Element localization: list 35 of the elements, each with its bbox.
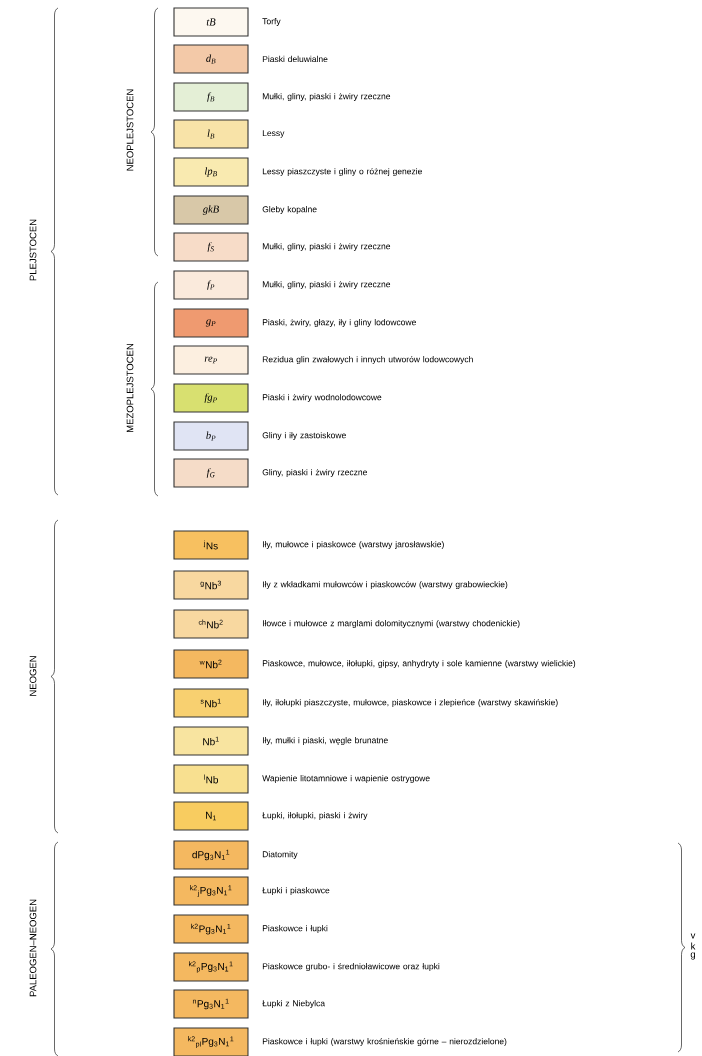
legend-text: Piaskowce i łupki (262, 925, 328, 933)
legend-text: Piaskowce i łupki (warstwy krośnieńskie górne – nierozdzielone) (262, 1038, 507, 1046)
legend-text: Torfy (262, 18, 281, 26)
side-label: k (691, 942, 696, 950)
legend-text: Iłowce i mułowce z marglami dolomitycznymi (warstwy chodenickie) (263, 620, 520, 628)
legend-text: Gleby kopalne (262, 206, 317, 214)
legend-text: Piaski i żwiry wodnolodowcowe (262, 394, 382, 402)
legend-text: Mułki, gliny, piaski i żwiry rzeczne (262, 93, 391, 101)
legend-text: Diatomity (262, 851, 298, 859)
side-label: v (690, 933, 696, 939)
legend-text: Lessy (262, 130, 285, 138)
legend-text: Rezidua glin zwałowych i innych utworów lodowcowych (262, 356, 473, 364)
legend-text: Piaskowce grubo- i średnioławicowe oraz łupki (262, 963, 440, 971)
legend-text: Piaskowce, mułowce, iłołupki, gipsy, anhydryty i sole kamienne (warstwy wielickie) (262, 660, 576, 668)
legend-text: Iły, mułki i piaski, węgle brunatne (263, 737, 388, 745)
era-label: MEZOPLEJSTOCEN (126, 344, 134, 432)
legend-text: Piaski deluwialne (262, 55, 328, 63)
era-label: NEOGEN (29, 656, 37, 696)
legend-text: Lessy piaszczyste i gliny o różnej genezie (262, 168, 422, 176)
legend-text: Gliny i iły zastoiskowe (262, 432, 346, 440)
legend-text: Iły, iłołupki piaszczyste, mułowce, piaskowce i zlepieńce (warstwy skawińskie) (263, 699, 558, 707)
legend-text: Łupki i piaskowce (262, 887, 330, 895)
side-label: g (690, 952, 696, 960)
era-label: PLEJSTOCEN (29, 219, 37, 281)
legend-text: Wapienie litotamniowe i wapienie ostrygowe (262, 775, 430, 783)
legend-text: Mułki, gliny, piaski i żwiry rzeczne (262, 281, 391, 289)
legend-text: Gliny, piaski i żwiry rzeczne (262, 469, 367, 477)
legend-text: Iły z wkładkami mułowców i piaskowców (warstwy grabowieckie) (263, 581, 508, 589)
era-label: PALEOGEN–NEOGEN (29, 899, 37, 997)
legend-text: Piaski, żwiry, głazy, iły i gliny lodowcowe (262, 319, 416, 327)
legend-text: Łupki z Niebylca (262, 1000, 325, 1008)
era-label: NEOPLEJSTOCEN (126, 89, 134, 171)
legend-text: Iły, mułowce i piaskowce (warstwy jarosławskie) (263, 541, 444, 549)
legend-text: Mułki, gliny, piaski i żwiry rzeczne (262, 243, 391, 251)
legend-text: Łupki, iłołupki, piaski i żwiry (262, 812, 368, 820)
